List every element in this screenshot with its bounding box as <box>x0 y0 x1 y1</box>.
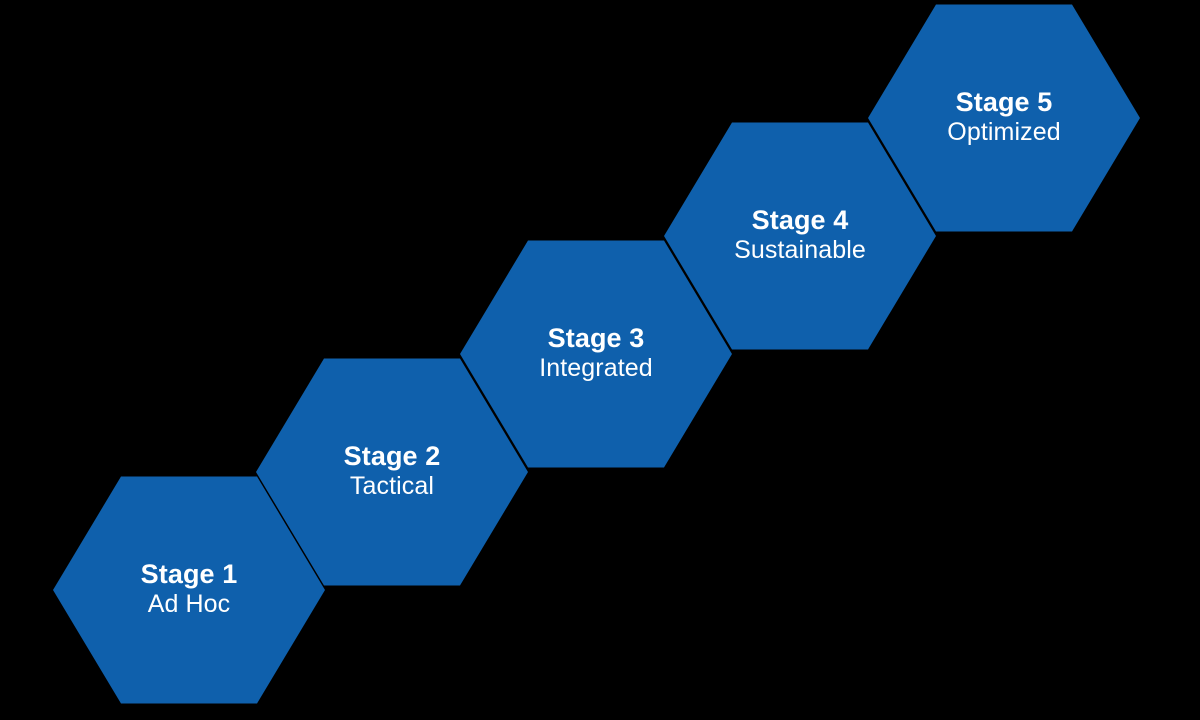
stage-title-4: Stage 4 <box>751 205 849 235</box>
hexagon-stage-1[interactable] <box>53 476 325 704</box>
stage-subtitle-2: Tactical <box>349 472 435 501</box>
stage-subtitle-1: Ad Hoc <box>147 590 231 619</box>
hexagon-stage-2[interactable] <box>256 358 528 586</box>
stage-title-1: Stage 1 <box>140 559 238 589</box>
stage-subtitle-5: Optimized <box>947 118 1061 147</box>
stage-title-3: Stage 3 <box>547 323 645 353</box>
hexagon-stage-4[interactable] <box>664 122 936 350</box>
stage-subtitle-4: Sustainable <box>734 236 866 265</box>
stage-subtitle-3: Integrated <box>539 354 653 383</box>
stage-title-5: Stage 5 <box>955 87 1053 117</box>
hexagon-stage-3[interactable] <box>460 240 732 468</box>
stage-title-2: Stage 2 <box>343 441 441 471</box>
hexagon-stage-5[interactable] <box>868 4 1140 232</box>
